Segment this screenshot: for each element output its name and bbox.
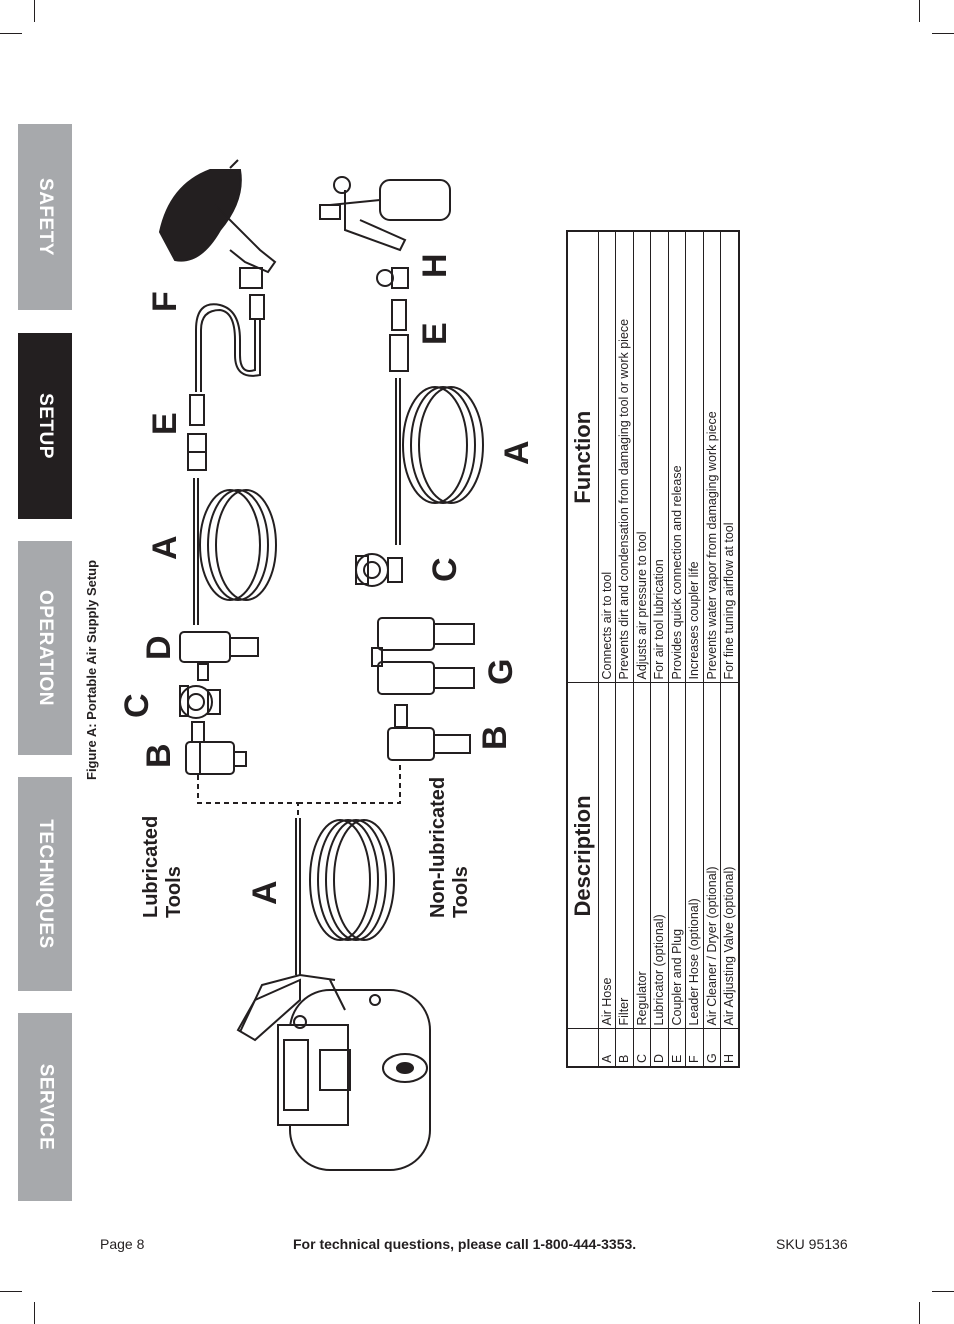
label-a-main-hose: A <box>246 880 284 905</box>
row-letter: D <box>650 1029 669 1067</box>
row-function: Prevents dirt and condensation from dama… <box>615 231 634 683</box>
coupler-icon <box>389 299 409 372</box>
tab-service[interactable]: SERVICE <box>18 1013 72 1201</box>
group-label-lubricated: Lubricated Tools <box>140 816 186 918</box>
label-a-bottom: A <box>498 440 536 465</box>
label-b-top: B <box>140 743 178 768</box>
label-c-top: C <box>118 693 156 718</box>
row-description: Air Cleaner / Dryer (optional) <box>703 683 721 1029</box>
filter-icon <box>185 721 247 775</box>
row-letter: G <box>703 1029 721 1067</box>
table-header-row: Description Function <box>567 231 599 1067</box>
group-label-line: Tools <box>163 866 185 918</box>
tab-operation[interactable]: OPERATION <box>18 541 72 755</box>
row-description: Air Hose <box>598 683 616 1029</box>
label-e-top: E <box>146 412 184 435</box>
leader-hose-icon <box>195 294 265 392</box>
row-function: For air tool lubrication <box>650 231 669 683</box>
crop-mark <box>0 1291 22 1292</box>
row-letter: E <box>668 1029 686 1067</box>
row-description: Air Adjusting Valve (optional) <box>720 683 739 1029</box>
crop-mark <box>34 1302 35 1324</box>
row-letter: B <box>615 1029 634 1067</box>
crop-mark <box>919 0 920 22</box>
row-function: Prevents water vapor from damaging work … <box>703 231 721 683</box>
row-function: Connects air to tool <box>598 231 616 683</box>
label-b-bottom: B <box>476 725 514 750</box>
filter-icon <box>387 704 471 761</box>
row-letter: A <box>598 1029 616 1067</box>
row-function: Increases coupler life <box>685 231 704 683</box>
group-label-line: Tools <box>450 866 472 918</box>
crop-mark <box>919 1302 920 1324</box>
label-h-bottom: H <box>416 253 454 278</box>
table-header-function: Function <box>567 231 599 683</box>
impact-wrench-icon <box>158 159 277 289</box>
row-function: For fine tuning airflow at tool <box>720 231 739 683</box>
row-description: Filter <box>615 683 634 1029</box>
top-hose-icon <box>193 478 277 625</box>
compressor-icon <box>236 973 431 1171</box>
group-label-line: Lubricated <box>140 815 162 918</box>
bottom-hose-icon <box>395 378 484 545</box>
regulator-icon <box>355 553 403 587</box>
label-a-top: A <box>146 535 184 560</box>
crop-mark <box>932 1291 954 1292</box>
tab-techniques[interactable]: TECHNIQUES <box>18 777 72 991</box>
row-description: Leader Hose (optional) <box>685 683 704 1029</box>
page-number: Page 8 <box>100 1236 145 1252</box>
table-header-blank <box>567 1029 599 1067</box>
row-description: Coupler and Plug <box>668 683 686 1029</box>
sku-number: SKU 95136 <box>776 1236 848 1252</box>
air-valve-icon <box>376 267 409 289</box>
tab-setup[interactable]: SETUP <box>18 333 72 519</box>
row-function: Adjusts air pressure to tool <box>633 231 651 683</box>
regulator-icon <box>179 685 221 719</box>
row-letter: C <box>633 1029 651 1067</box>
table-header-description: Description <box>567 683 599 1029</box>
technical-questions-note: For technical questions, please call 1-8… <box>293 1236 637 1252</box>
group-label-line: Non-lubricated <box>427 776 449 918</box>
row-letter: H <box>720 1029 739 1067</box>
row-description: Regulator <box>633 683 651 1029</box>
label-f-top: F <box>146 291 184 312</box>
row-letter: F <box>685 1029 704 1067</box>
tab-safety[interactable]: SAFETY <box>18 124 72 310</box>
main-hose-icon <box>295 818 395 975</box>
label-c-bottom: C <box>426 557 464 582</box>
spray-gun-icon <box>319 176 451 252</box>
crop-mark <box>34 0 35 22</box>
crop-mark <box>0 33 22 34</box>
lubricator-icon <box>179 631 259 681</box>
label-e-bottom: E <box>416 322 454 345</box>
crop-mark <box>932 33 954 34</box>
coupler-icon <box>187 394 207 471</box>
group-label-non-lubricated: Non-lubricated Tools <box>427 777 473 918</box>
air-dryer-icon <box>371 617 475 695</box>
label-g-bottom: G <box>482 658 520 685</box>
row-description: Lubricator (optional) <box>650 683 669 1029</box>
label-d-top: D <box>140 635 178 660</box>
row-function: Provides quick connection and release <box>668 231 686 683</box>
